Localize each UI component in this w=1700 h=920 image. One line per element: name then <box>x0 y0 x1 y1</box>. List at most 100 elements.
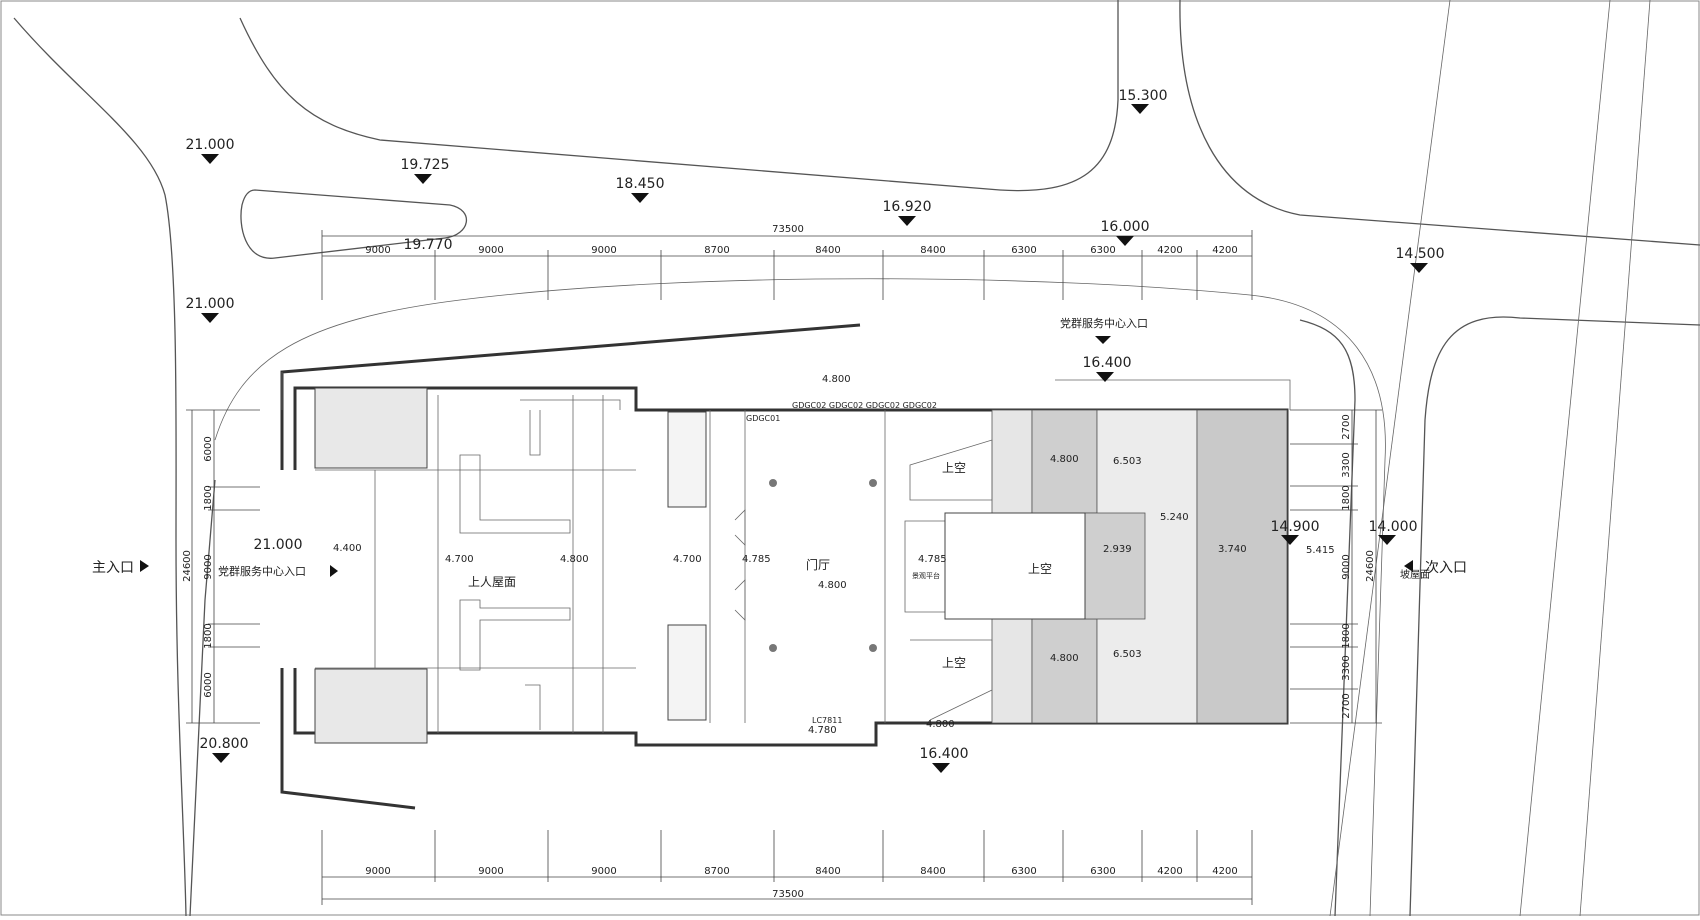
dim-bottom-seg: 8400 <box>815 866 840 877</box>
elevation-label: 19.725 <box>401 157 450 173</box>
entrance-arrow-icon <box>330 565 338 577</box>
dimension-top: 73500 9000 9000 9000 8700 8400 8400 6300… <box>321 224 1253 300</box>
elevation-marker-icon <box>631 193 649 203</box>
elevation-marker-icon <box>1410 263 1428 273</box>
dim-top-seg: 8400 <box>920 245 945 256</box>
dim-right-seg: 3300 <box>1341 452 1352 477</box>
elevation-marker-icon <box>932 763 950 773</box>
dim-left-seg: 1800 <box>203 485 214 510</box>
elevation-label: 4.800 <box>1050 653 1079 664</box>
site-elevations: 21.000 19.725 18.450 16.920 16.000 15.30… <box>186 88 1445 773</box>
elevation-label: 4.800 <box>1050 454 1079 465</box>
entrance-arrow-icon <box>140 560 149 572</box>
elevation-marker-icon <box>898 216 916 226</box>
elevation-marker-icon <box>1378 535 1396 545</box>
building-elevations: 4.800 4.400 4.700 4.800 4.700 4.785 4.80… <box>333 374 1335 736</box>
entrance-arrow-icon <box>1095 336 1111 344</box>
dim-right-seg: 2700 <box>1341 693 1352 718</box>
elevation-label: 14.000 <box>1369 519 1418 535</box>
dim-right-seg: 1800 <box>1341 485 1352 510</box>
elevation-marker-icon <box>1131 104 1149 114</box>
dim-top-seg: 4200 <box>1157 245 1182 256</box>
dim-right-seg: 3300 <box>1341 655 1352 680</box>
elevation-label: 4.785 <box>742 554 771 565</box>
elevation-label: 4.700 <box>445 554 474 565</box>
viewing-platform-label: 景观平台 <box>912 571 940 580</box>
secondary-roof-label: 坡屋面 <box>1400 568 1430 581</box>
elevation-label: 15.300 <box>1119 88 1168 104</box>
area-labels: 主入口 次入口 党群服务中心入口 党群服务中心入口 上人屋面 门厅 上空 上空 … <box>92 316 1467 725</box>
void-label: 上空 <box>942 656 966 670</box>
main-entrance-label: 主入口 <box>92 560 134 576</box>
secondary-entrance-label: 次入口 <box>1425 560 1467 576</box>
dim-bottom-seg: 9000 <box>478 866 503 877</box>
dim-left-seg: 6000 <box>203 672 214 697</box>
dim-bottom-seg: 4200 <box>1157 866 1182 877</box>
elevation-label: 21.000 <box>186 137 235 153</box>
dim-top-seg: 4200 <box>1212 245 1237 256</box>
elevation-label: 5.240 <box>1160 512 1189 523</box>
dim-right-seg: 2700 <box>1341 414 1352 439</box>
elevation-label: 6.503 <box>1113 456 1142 467</box>
dim-right-total: 24600 <box>1365 550 1376 582</box>
void-label: 上空 <box>942 461 966 475</box>
dim-bottom-seg: 6300 <box>1090 866 1115 877</box>
elevation-label: 14.900 <box>1271 519 1320 535</box>
dim-right-seg: 1800 <box>1341 623 1352 648</box>
elevation-label: 4.800 <box>560 554 589 565</box>
lobby-area <box>667 410 946 723</box>
elevation-label: 4.800 <box>818 580 847 591</box>
entrance-arrow-icon <box>1404 560 1413 572</box>
dim-bottom-seg: 8700 <box>704 866 729 877</box>
elevation-label: 5.415 <box>1306 545 1335 556</box>
elevation-marker-icon <box>1096 372 1114 382</box>
party-entrance-left-label: 党群服务中心入口 <box>218 564 306 578</box>
dimension-left: 24600 6000 1800 9000 1800 6000 <box>182 409 260 724</box>
door-code-label: GDGC01 <box>746 414 780 423</box>
lobby-label: 门厅 <box>806 557 830 572</box>
dim-top-seg: 6300 <box>1011 245 1036 256</box>
dim-top-seg: 8400 <box>815 245 840 256</box>
elevation-label: 18.450 <box>616 176 665 192</box>
elevation-label: 21.000 <box>254 537 303 553</box>
elevation-label: 20.800 <box>200 736 249 752</box>
roof-terrace-label: 上人屋面 <box>468 575 516 589</box>
dim-top-seg: 8700 <box>704 245 729 256</box>
elevation-marker-icon <box>201 154 219 164</box>
elevation-marker-icon <box>212 753 230 763</box>
elevation-label: 4.780 <box>808 725 837 736</box>
elevation-marker-icon <box>414 174 432 184</box>
dim-bottom-seg: 9000 <box>591 866 616 877</box>
elevation-label: 4.400 <box>333 543 362 554</box>
dim-top-seg: 9000 <box>478 245 503 256</box>
dim-bottom-seg: 8400 <box>920 866 945 877</box>
elevation-label: 4.800 <box>822 374 851 385</box>
dim-right-seg: 9000 <box>1341 554 1352 579</box>
elevation-marker-icon <box>1281 535 1299 545</box>
window-code-label: LC7811 <box>812 716 842 725</box>
dim-top-seg: 9000 <box>365 245 390 256</box>
dim-bottom-seg: 6300 <box>1011 866 1036 877</box>
dim-top-seg: 6300 <box>1090 245 1115 256</box>
dim-bottom-total: 73500 <box>772 889 804 900</box>
void-and-roof-panels <box>909 409 1288 724</box>
elevation-label: 4.700 <box>673 554 702 565</box>
dim-top-total: 73500 <box>772 224 804 235</box>
dim-bottom-seg: 4200 <box>1212 866 1237 877</box>
dim-bottom-seg: 9000 <box>365 866 390 877</box>
elevation-label: 14.500 <box>1396 246 1445 262</box>
elevation-label: 16.400 <box>1083 355 1132 371</box>
dimension-right: 2700 3300 1800 9000 1800 3300 2700 24600 <box>1290 409 1382 724</box>
dim-left-seg: 6000 <box>203 436 214 461</box>
dim-left-seg: 1800 <box>203 623 214 648</box>
elevation-marker-icon <box>201 313 219 323</box>
party-entrance-top-label: 党群服务中心入口 <box>1060 316 1148 330</box>
elevation-label: 2.939 <box>1103 544 1132 555</box>
elevation-label: 19.770 <box>404 237 453 253</box>
elevation-label: 16.920 <box>883 199 932 215</box>
elevation-label: 16.000 <box>1101 219 1150 235</box>
elevation-label: 16.400 <box>920 746 969 762</box>
